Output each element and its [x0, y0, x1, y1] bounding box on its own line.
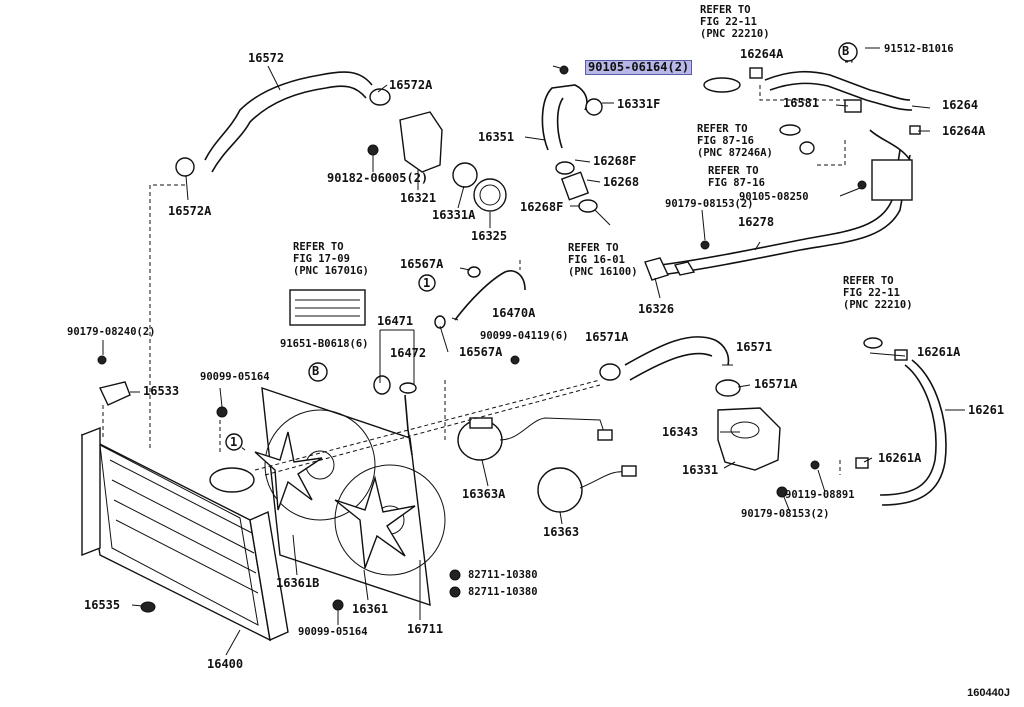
- marker-1-reservoir: 1: [423, 276, 431, 290]
- part-16331F[interactable]: 16331F: [617, 97, 661, 111]
- part-16535[interactable]: 16535: [84, 598, 121, 612]
- fan-shroud-drawing: [261, 386, 446, 607]
- ref-fig-22-11-top[interactable]: REFER TO FIG 22-11 (PNC 22210): [700, 4, 770, 40]
- part-16363A[interactable]: 16363A: [462, 487, 506, 501]
- part-91512-B1016[interactable]: 91512-B1016: [884, 43, 954, 55]
- upper-hose-drawing: [175, 71, 391, 177]
- part-16711[interactable]: 16711: [407, 622, 444, 636]
- part-16261A-upper[interactable]: 16261A: [917, 345, 961, 359]
- radiator-drawing: [81, 426, 289, 642]
- part-90179-08153-lower[interactable]: 90179-08153(2): [741, 508, 830, 520]
- lower-hose-drawing: [599, 336, 741, 397]
- part-16572A-top[interactable]: 16572A: [389, 78, 433, 92]
- part-16571[interactable]: 16571: [736, 340, 773, 354]
- part-16581[interactable]: 16581: [783, 96, 820, 110]
- part-16261[interactable]: 16261: [968, 403, 1005, 417]
- part-16361B[interactable]: 16361B: [276, 576, 320, 590]
- part-90099-05164-lower[interactable]: 90099-05164: [298, 626, 368, 638]
- ref-fig-87-16-pnc[interactable]: REFER TO FIG 87-16 (PNC 87246A): [697, 123, 773, 159]
- bypass-pipe-drawing: [644, 149, 913, 281]
- thermostat-drawing: [367, 111, 507, 212]
- heater-hose-right-drawing: [855, 337, 947, 506]
- part-82711-10380-upper[interactable]: 82711-10380: [468, 569, 538, 581]
- water-inlet-drawing: [717, 407, 820, 498]
- part-16470A[interactable]: 16470A: [492, 306, 536, 320]
- reservoir-hoses-drawing: [289, 270, 526, 456]
- ref-fig-16-01[interactable]: REFER TO FIG 16-01 (PNC 16100): [568, 242, 638, 278]
- part-16325[interactable]: 16325: [471, 229, 508, 243]
- marker-1-radiator: 1: [230, 435, 238, 449]
- water-outlet-drawing: [541, 65, 611, 226]
- part-16572A-left[interactable]: 16572A: [168, 204, 212, 218]
- part-90179-08153-top[interactable]: 90179-08153(2): [665, 198, 754, 210]
- ref-fig-22-11-right[interactable]: REFER TO FIG 22-11 (PNC 22210): [843, 275, 913, 311]
- part-16331A[interactable]: 16331A: [432, 208, 476, 222]
- part-16264[interactable]: 16264: [942, 98, 979, 112]
- part-16264A-right[interactable]: 16264A: [942, 124, 986, 138]
- part-16567A-lower[interactable]: 16567A: [459, 345, 503, 359]
- part-16572[interactable]: 16572: [248, 51, 285, 65]
- part-16278[interactable]: 16278: [738, 215, 775, 229]
- part-16571A-upper[interactable]: 16571A: [585, 330, 629, 344]
- part-90182-06005[interactable]: 90182-06005(2): [327, 171, 429, 185]
- part-90099-05164-upper[interactable]: 90099-05164: [200, 371, 270, 383]
- dashed-lines: [102, 52, 860, 476]
- marker-circles: [225, 42, 858, 451]
- part-16268F-lower[interactable]: 16268F: [520, 200, 564, 214]
- fasteners-drawing: [97, 266, 520, 611]
- part-90105-06164-highlighted[interactable]: 90105-06164(2): [585, 60, 693, 75]
- part-16351[interactable]: 16351: [478, 130, 515, 144]
- part-16321[interactable]: 16321: [400, 191, 437, 205]
- part-16331[interactable]: 16331: [682, 463, 719, 477]
- part-90119-08891[interactable]: 90119-08891: [785, 489, 855, 501]
- part-16533[interactable]: 16533: [143, 384, 180, 398]
- drawing-code: 160440J: [967, 687, 1010, 699]
- ref-fig-87-16[interactable]: REFER TO FIG 87-16: [708, 165, 765, 189]
- part-91651-B0618[interactable]: 91651-B0618(6): [280, 338, 369, 350]
- part-16363[interactable]: 16363: [543, 525, 580, 539]
- part-16264A-top[interactable]: 16264A: [740, 47, 784, 61]
- part-16326[interactable]: 16326: [638, 302, 675, 316]
- part-16567A-upper[interactable]: 16567A: [400, 257, 444, 271]
- part-16261A-lower[interactable]: 16261A: [878, 451, 922, 465]
- part-16472[interactable]: 16472: [390, 346, 427, 360]
- fan-motors-drawing: [457, 417, 637, 513]
- part-90105-08250[interactable]: 90105-08250: [739, 191, 809, 203]
- marker-b-top: B: [842, 44, 850, 58]
- fan-blades-drawing: [254, 431, 416, 569]
- leader-lines: [102, 47, 965, 656]
- part-16343[interactable]: 16343: [662, 425, 699, 439]
- part-90179-08240[interactable]: 90179-08240(2): [67, 326, 156, 338]
- part-90099-04119[interactable]: 90099-04119(6): [480, 330, 569, 342]
- heater-hose-top-drawing: [703, 67, 921, 161]
- part-16268F-upper[interactable]: 16268F: [593, 154, 637, 168]
- marker-b-left: B: [312, 364, 320, 378]
- part-16471[interactable]: 16471: [377, 314, 414, 328]
- part-16400[interactable]: 16400: [207, 657, 244, 671]
- ref-fig-17-09[interactable]: REFER TO FIG 17-09 (PNC 16701G): [293, 241, 369, 277]
- part-82711-10380-lower[interactable]: 82711-10380: [468, 586, 538, 598]
- part-16571A-lower[interactable]: 16571A: [754, 377, 798, 391]
- part-16268[interactable]: 16268: [603, 175, 640, 189]
- part-16361[interactable]: 16361: [352, 602, 389, 616]
